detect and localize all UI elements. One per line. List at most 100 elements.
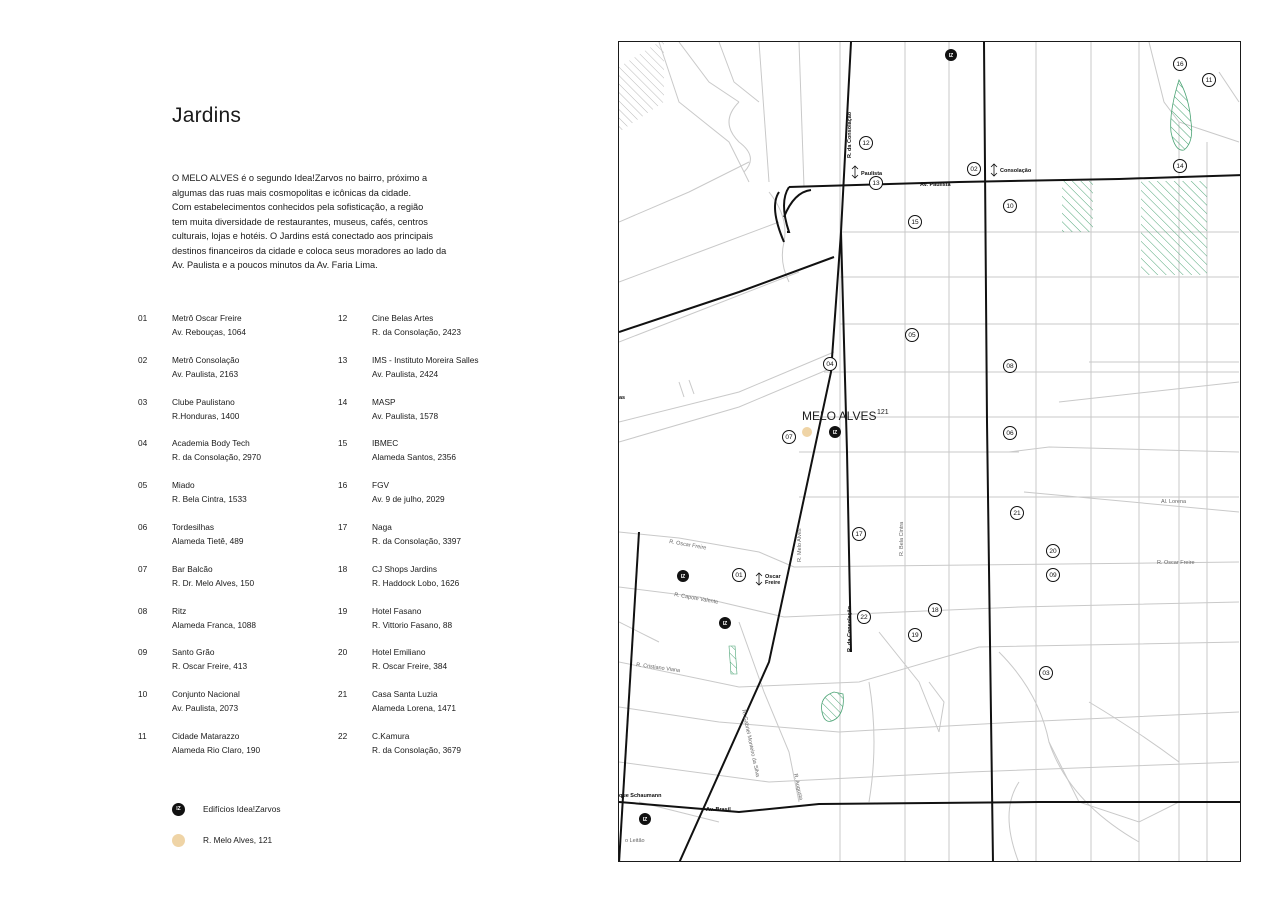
intro-line: destinos financeiros da cidade e coloca …	[172, 245, 447, 256]
intro-line: culturais, lojas e hotéis. O Jardins est…	[172, 231, 433, 241]
place-name: Metrô Consolação	[172, 354, 240, 365]
place-marker-09[interactable]: 09	[1046, 568, 1060, 582]
place-marker-21[interactable]: 21	[1010, 506, 1024, 520]
place-marker-14[interactable]: 14	[1173, 159, 1187, 173]
site-marker-icon	[172, 834, 185, 847]
place-marker-05[interactable]: 05	[905, 328, 919, 342]
place-marker-label: 21	[1013, 510, 1021, 517]
place-marker-15[interactable]: 15	[908, 215, 922, 229]
place-name: Academia Body Tech	[172, 438, 250, 449]
place-address: R. Oscar Freire, 413	[172, 661, 248, 672]
svg-text:R. da Consolação: R. da Consolação	[847, 111, 853, 158]
place-name: Ritz	[172, 605, 187, 616]
place-number: 18	[338, 563, 348, 574]
place-name: IBMEC	[372, 438, 399, 449]
place-name: Hotel Emiliano	[372, 647, 426, 658]
place-marker-13[interactable]: 13	[869, 176, 883, 190]
place-number: 06	[138, 521, 148, 532]
place-number: 05	[138, 480, 148, 491]
place-address: Alameda Tietê, 489	[172, 535, 244, 546]
site-marker[interactable]: MELO ALVES 121	[802, 409, 889, 437]
place-marker-11[interactable]: 11	[1202, 73, 1216, 87]
svg-text:Freire: Freire	[765, 580, 780, 586]
place-text: Academia Body Tech R. da Consolação, 2970	[172, 436, 261, 464]
place-marker-label: 13	[872, 180, 880, 187]
page-title: Jardins	[172, 104, 242, 127]
svg-text:IZ: IZ	[723, 621, 727, 627]
place-marker-label: 22	[860, 614, 868, 621]
place-address: Av. Rebouças, 1064	[172, 327, 246, 337]
svg-text:Consolação: Consolação	[1000, 168, 1032, 174]
place-name: C.Kamura	[372, 730, 410, 741]
place-name: Santo Grão	[172, 647, 215, 658]
place-name: CJ Shops Jardins	[372, 563, 438, 574]
place-marker-01[interactable]: 01	[732, 568, 746, 582]
svg-text:Al. Lorena: Al. Lorena	[1161, 499, 1187, 505]
svg-text:R. da Consolação: R. da Consolação	[847, 605, 853, 652]
place-address: Av. 9 de julho, 2029	[372, 494, 445, 505]
place-marker-16[interactable]: 16	[1173, 57, 1187, 71]
place-marker-12[interactable]: 12	[859, 136, 873, 150]
place-number: 10	[138, 689, 148, 700]
intro-line: O MELO ALVES é o segundo Idea!Zarvos no …	[172, 173, 428, 183]
place-text: Santo Grão R. Oscar Freire, 413	[172, 645, 247, 673]
iz-building-marker: IZ	[945, 49, 957, 61]
intro-line: algumas das ruas mais cosmopolitas e icô…	[172, 187, 411, 198]
svg-text:IZ: IZ	[949, 53, 953, 59]
metro-paulista: Paulista	[851, 165, 883, 179]
place-marker-label: 02	[970, 166, 978, 173]
place-marker-label: 01	[735, 572, 743, 579]
place-number: 19	[338, 605, 348, 616]
site-label: MELO ALVES	[802, 409, 876, 423]
svg-text:R. Capote Valente: R. Capote Valente	[674, 592, 719, 606]
place-marker-17[interactable]: 17	[852, 527, 866, 541]
place-marker-19[interactable]: 19	[908, 628, 922, 642]
place-address: R. da Consolação, 3397	[372, 535, 462, 546]
place-marker-07[interactable]: 07	[782, 430, 796, 444]
svg-text:Av. Paulista: Av. Paulista	[920, 182, 952, 188]
place-address: R. da Consolação, 2423	[372, 327, 462, 337]
place-marker-10[interactable]: 10	[1003, 199, 1017, 213]
place-markers[interactable]: 01 02 03 04 05 06 07 08 09 10 11 12 13 14 15 16 17 18 19 20…	[732, 57, 1216, 680]
place-name: Cidade Matarazzo	[172, 730, 240, 741]
place-marker-18[interactable]: 18	[928, 603, 942, 617]
place-marker-label: 16	[1176, 61, 1184, 68]
place-marker-20[interactable]: 20	[1046, 544, 1060, 558]
intro-paragraph: O MELO ALVES é o segundo Idea!Zarvos no …	[172, 171, 462, 273]
place-marker-label: 03	[1042, 670, 1050, 677]
svg-text:R. Bela Cintra: R. Bela Cintra	[899, 521, 905, 556]
place-name: Conjunto Nacional	[172, 689, 240, 700]
place-address: R. da Consolação, 3679	[372, 744, 462, 755]
place-number: 02	[138, 354, 148, 365]
place-address: R. da Consolação, 2970	[172, 452, 262, 463]
svg-text:R. Oscar Freire: R. Oscar Freire	[1157, 560, 1195, 566]
neighborhood-map[interactable]: MELO ALVES 121 IZ IZ IZ IZ IZ Paulista C…	[618, 41, 1241, 862]
place-number: 14	[338, 396, 348, 407]
iz-building-marker: IZ	[677, 570, 689, 582]
place-number: 21	[338, 689, 348, 700]
place-marker-02[interactable]: 02	[967, 162, 981, 176]
place-number: 01	[138, 313, 148, 323]
metro-oscar-freire: Oscar Freire	[755, 572, 781, 586]
place-name: Naga	[372, 521, 392, 532]
place-marker-04[interactable]: 04	[823, 357, 837, 371]
place-marker-22[interactable]: 22	[857, 610, 871, 624]
place-marker-08[interactable]: 08	[1003, 359, 1017, 373]
place-address: Av. Paulista, 2424	[372, 368, 439, 379]
place-address: Alameda Rio Claro, 190	[172, 744, 261, 755]
svg-text:R. Gabriel Monteiro da Silva: R. Gabriel Monteiro da Silva	[740, 709, 760, 778]
place-marker-label: 05	[908, 332, 916, 339]
place-marker-label: 09	[1049, 572, 1057, 579]
metro-stations[interactable]: Paulista Consolação Oscar Freire	[755, 163, 1032, 586]
place-marker-label: 17	[855, 531, 863, 538]
place-marker-03[interactable]: 03	[1039, 666, 1053, 680]
place-marker-06[interactable]: 06	[1003, 426, 1017, 440]
place-number: 11	[138, 730, 147, 741]
place-marker-label: 07	[785, 434, 793, 441]
place-address: R.Honduras, 1400	[172, 410, 240, 421]
place-name: Tordesilhas	[172, 521, 214, 532]
place-number: 15	[338, 438, 348, 449]
